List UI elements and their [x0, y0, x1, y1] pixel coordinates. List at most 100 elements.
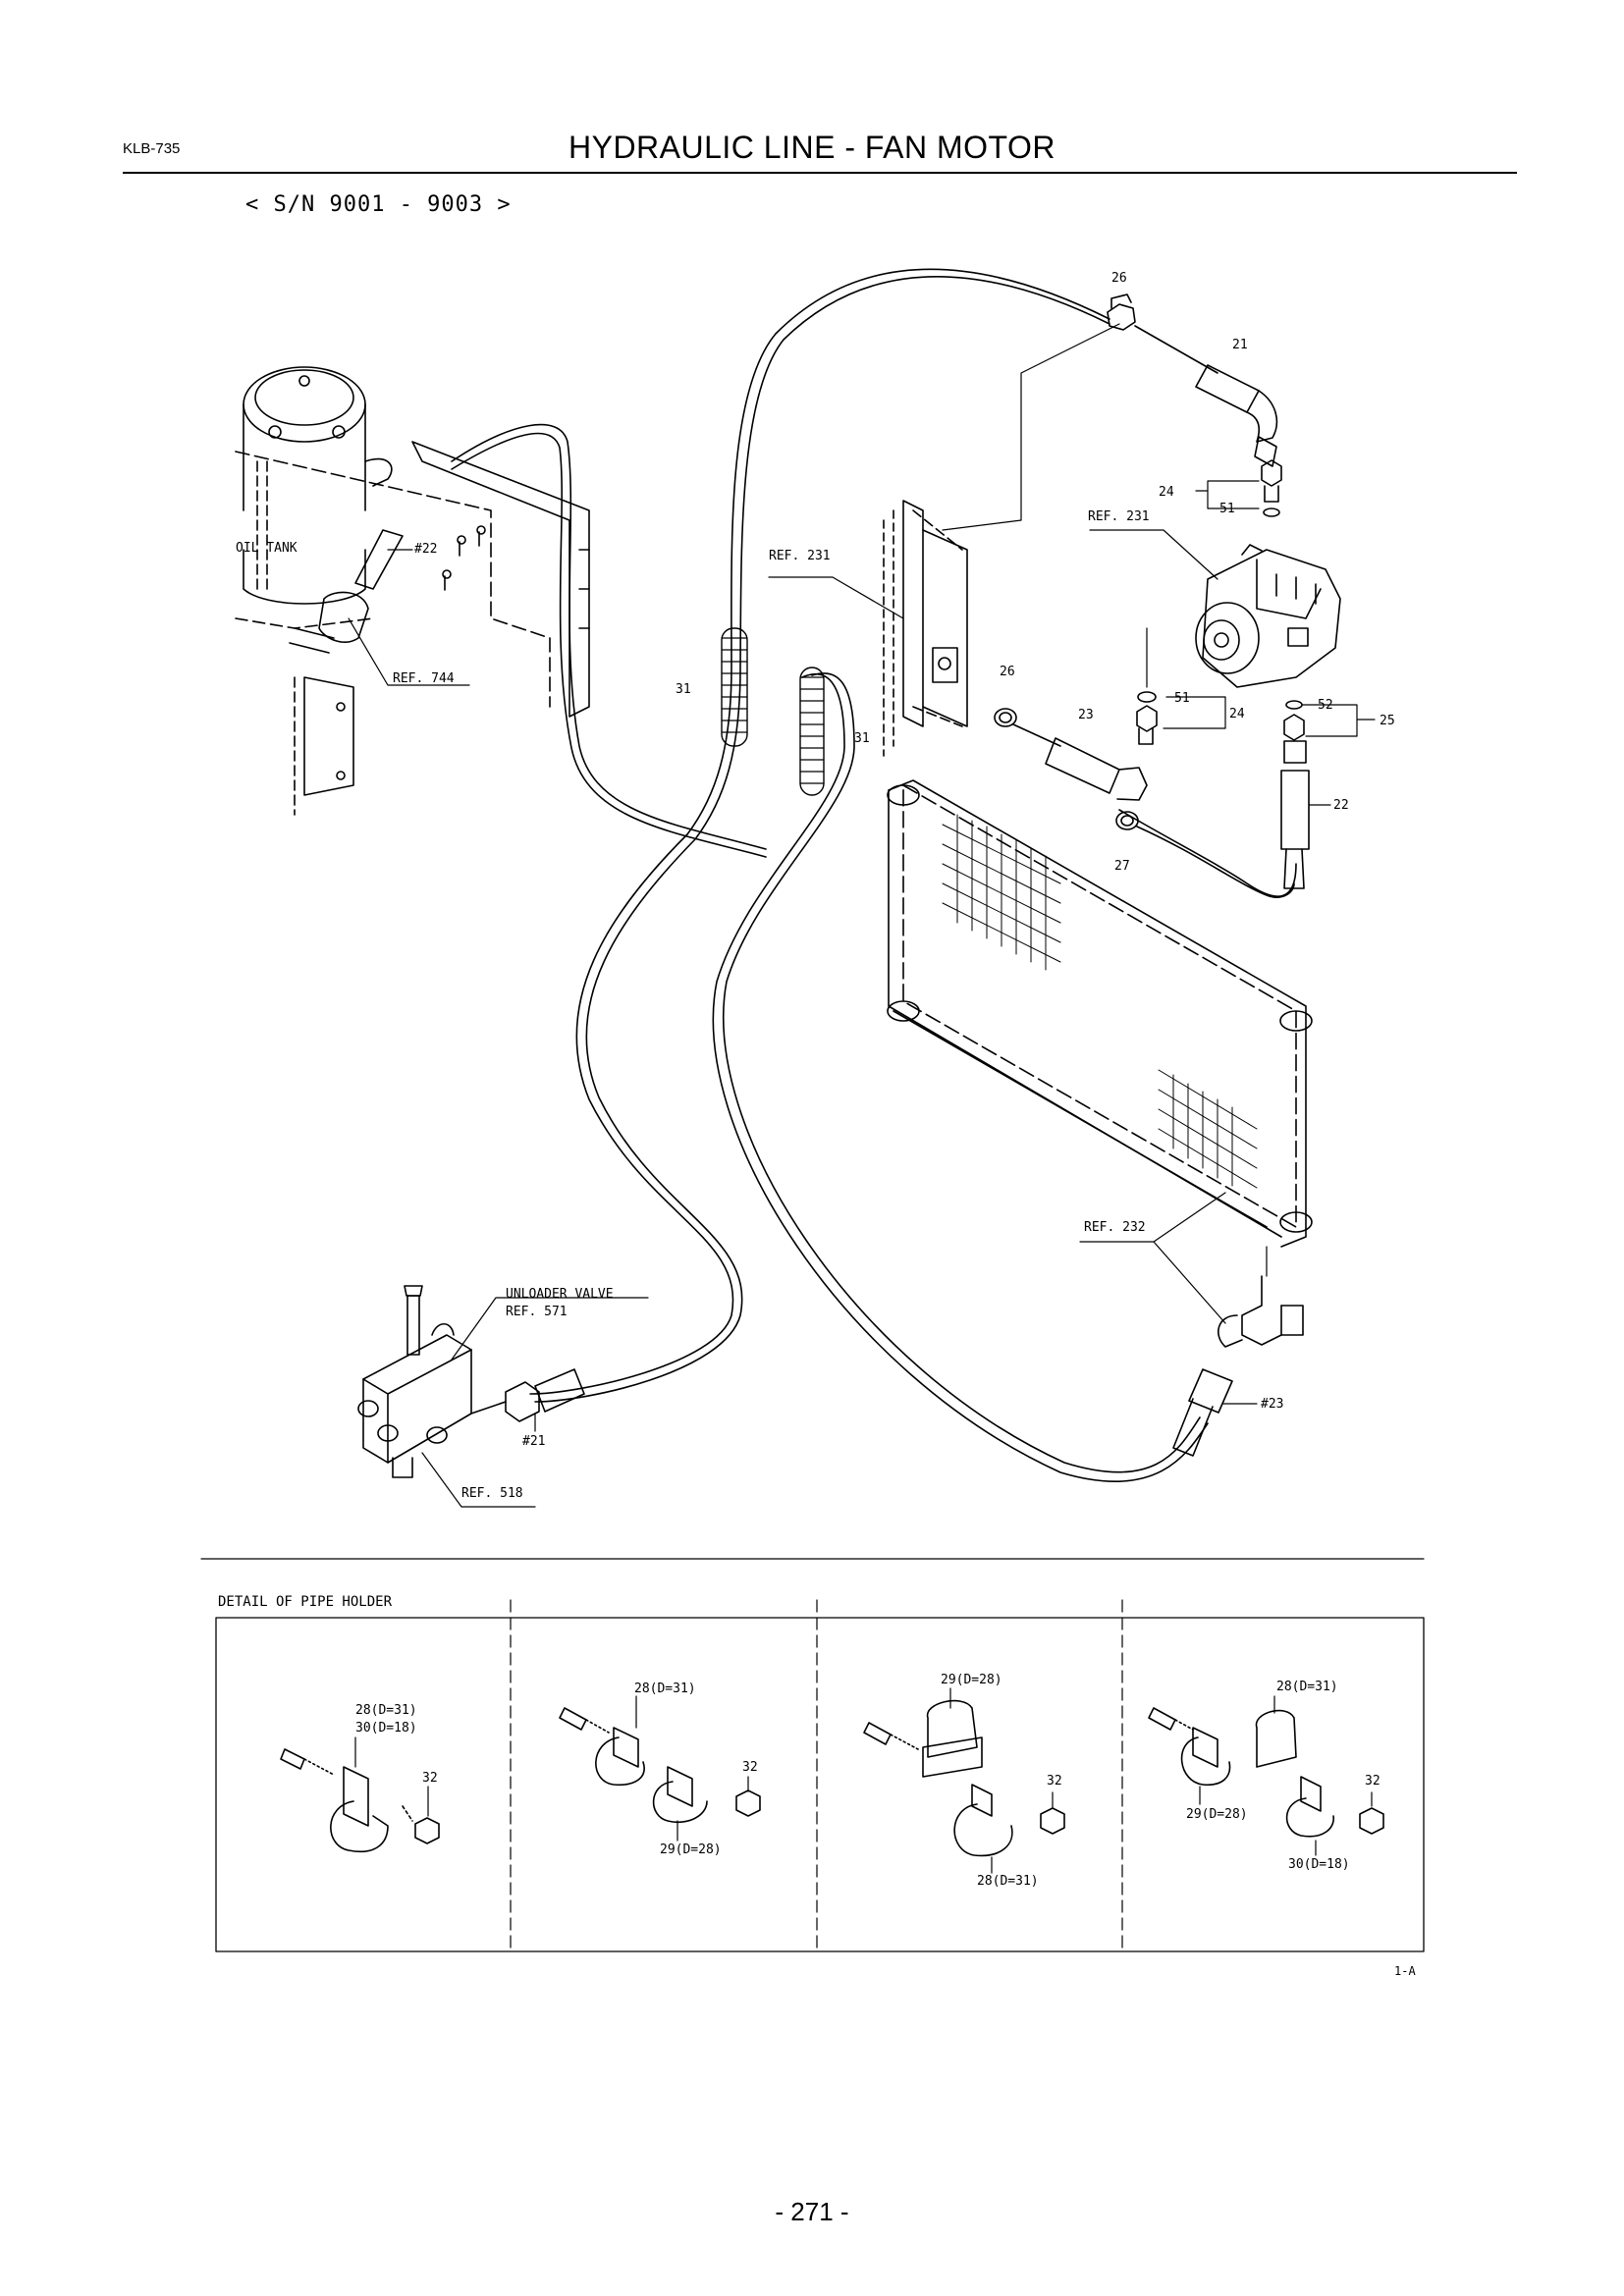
leader-panel3	[949, 1687, 1054, 1874]
callout-26-top: 26	[1111, 271, 1127, 286]
callout-27: 27	[1114, 859, 1130, 874]
hose-end-22	[1280, 770, 1310, 889]
page-number: - 271 -	[775, 2197, 849, 2226]
figure-id: 1-A	[1394, 1964, 1416, 1978]
panel3-label-bottom: 28(D=31)	[977, 1874, 1039, 1889]
hose-valve-to-radiator-b	[722, 672, 1201, 1473]
oring-51-top	[1263, 507, 1280, 517]
panel2-label-bottom: 29(D=28)	[660, 1842, 722, 1857]
document-code: KLB-735	[123, 140, 181, 157]
clamp-assembly-4	[1148, 1707, 1384, 1838]
nut-26-top	[1107, 294, 1136, 331]
pipe-holder-dividers	[510, 1599, 1123, 1954]
label-unloader-valve: UNLOADER VALVE	[506, 1287, 614, 1302]
header-rule	[123, 172, 1517, 174]
panel2-label-top: 28(D=31)	[634, 1682, 696, 1696]
leader-panel2	[635, 1695, 749, 1842]
callout-52: 52	[1318, 698, 1333, 713]
label-oil-tank: OIL TANK	[236, 541, 298, 556]
leader-51-24-mid	[1146, 627, 1226, 729]
oring-52	[1285, 700, 1303, 710]
hose-motor-return	[1118, 809, 1297, 897]
leader-ref231-motor	[1089, 529, 1218, 580]
leader-ref518	[421, 1452, 536, 1508]
callout-23: 23	[1078, 708, 1094, 722]
hose-31-long-b	[534, 275, 1110, 1403]
fitting-25	[1283, 714, 1307, 764]
leader-ref232	[1079, 1192, 1226, 1324]
panel2-label-nut: 32	[742, 1760, 758, 1775]
panel3-label-nut: 32	[1047, 1774, 1062, 1789]
oil-cooler	[887, 779, 1313, 1248]
fitting-h21	[505, 1368, 585, 1422]
leader-panel1	[354, 1736, 429, 1817]
hose-valve-to-radiator	[712, 672, 1209, 1482]
callout-h21: #21	[522, 1434, 546, 1449]
nut-27	[1115, 811, 1139, 830]
hose-31-long	[529, 268, 1110, 1395]
coil-spring-31-right	[799, 667, 825, 796]
pipe-holder-frame	[215, 1617, 1425, 1952]
callout-25: 25	[1380, 714, 1395, 728]
panel1-label-a: 28(D=31)	[355, 1703, 417, 1718]
hose-h21	[470, 1401, 507, 1415]
hose-end-h23	[1172, 1368, 1233, 1457]
page-title: HYDRAULIC LINE - FAN MOTOR	[568, 130, 1056, 165]
panel3-label-top: 29(D=28)	[941, 1673, 1002, 1687]
elbow-fitting-ref232	[1218, 1246, 1304, 1348]
callout-26-mid: 26	[1000, 665, 1015, 679]
callout-24-top: 24	[1159, 485, 1174, 500]
callout-21: 21	[1232, 338, 1248, 352]
leader-52-25	[1301, 704, 1376, 737]
unloader-valve	[357, 1285, 472, 1478]
panel1-label-nut: 32	[422, 1771, 438, 1786]
pipe-holder-title: DETAIL OF PIPE HOLDER	[218, 1594, 393, 1610]
panel4-label-nut: 32	[1365, 1774, 1380, 1789]
panel4-label-bottom: 30(D=18)	[1288, 1857, 1350, 1872]
callout-ref231-motor: REF. 231	[1088, 509, 1150, 524]
fitting-24-mid	[1136, 705, 1158, 745]
callout-31-right: 31	[854, 731, 870, 746]
tank-frame	[235, 441, 590, 816]
callout-31-left: 31	[676, 682, 691, 697]
callout-24-mid: 24	[1229, 707, 1245, 721]
suction-fitting	[289, 525, 486, 654]
panel1-label-b: 30(D=18)	[355, 1721, 417, 1735]
leader-unloader	[451, 1297, 649, 1361]
callout-ref518: REF. 518	[461, 1486, 523, 1501]
callout-51-mid: 51	[1174, 691, 1190, 706]
callout-ref231-bracket: REF. 231	[769, 549, 831, 563]
fan-motor	[1195, 544, 1341, 688]
callout-ref744: REF. 744	[393, 671, 455, 686]
panel4-label-mid: 29(D=28)	[1186, 1807, 1248, 1822]
leader-ref231-bracket	[768, 576, 904, 619]
coil-spring-31-left	[721, 627, 748, 747]
callout-h22: #22	[414, 542, 438, 557]
hose-tank-return-b	[451, 432, 767, 858]
leader-24-51-top	[1195, 480, 1260, 509]
leader-ref744	[348, 617, 470, 686]
fitting-24-top	[1261, 459, 1282, 503]
hose-end-21	[1195, 364, 1278, 467]
serial-range: < S/N 9001 - 9003 >	[245, 192, 512, 217]
leader-panel4	[1199, 1695, 1373, 1856]
callout-h23: #23	[1261, 1397, 1284, 1412]
oring-51-mid	[1137, 691, 1157, 703]
oil-tank	[243, 366, 393, 605]
leader-26-top	[942, 323, 1120, 531]
callout-22: 22	[1333, 798, 1349, 813]
callout-51-top: 51	[1219, 502, 1235, 516]
panel4-label-top: 28(D=31)	[1276, 1680, 1338, 1694]
hose-tank-return	[451, 423, 767, 850]
mounting-bracket	[883, 500, 968, 757]
hose-21	[1134, 325, 1218, 374]
hose-23	[1012, 723, 1061, 747]
clamp-assembly-3	[863, 1699, 1065, 1857]
hose-end-23	[1045, 737, 1148, 801]
clamp-assembly-1	[280, 1748, 440, 1852]
callout-ref571: REF. 571	[506, 1305, 568, 1319]
callout-ref232: REF. 232	[1084, 1220, 1146, 1235]
hose-27-to-22	[1136, 826, 1295, 898]
nut-26-mid	[994, 708, 1017, 727]
